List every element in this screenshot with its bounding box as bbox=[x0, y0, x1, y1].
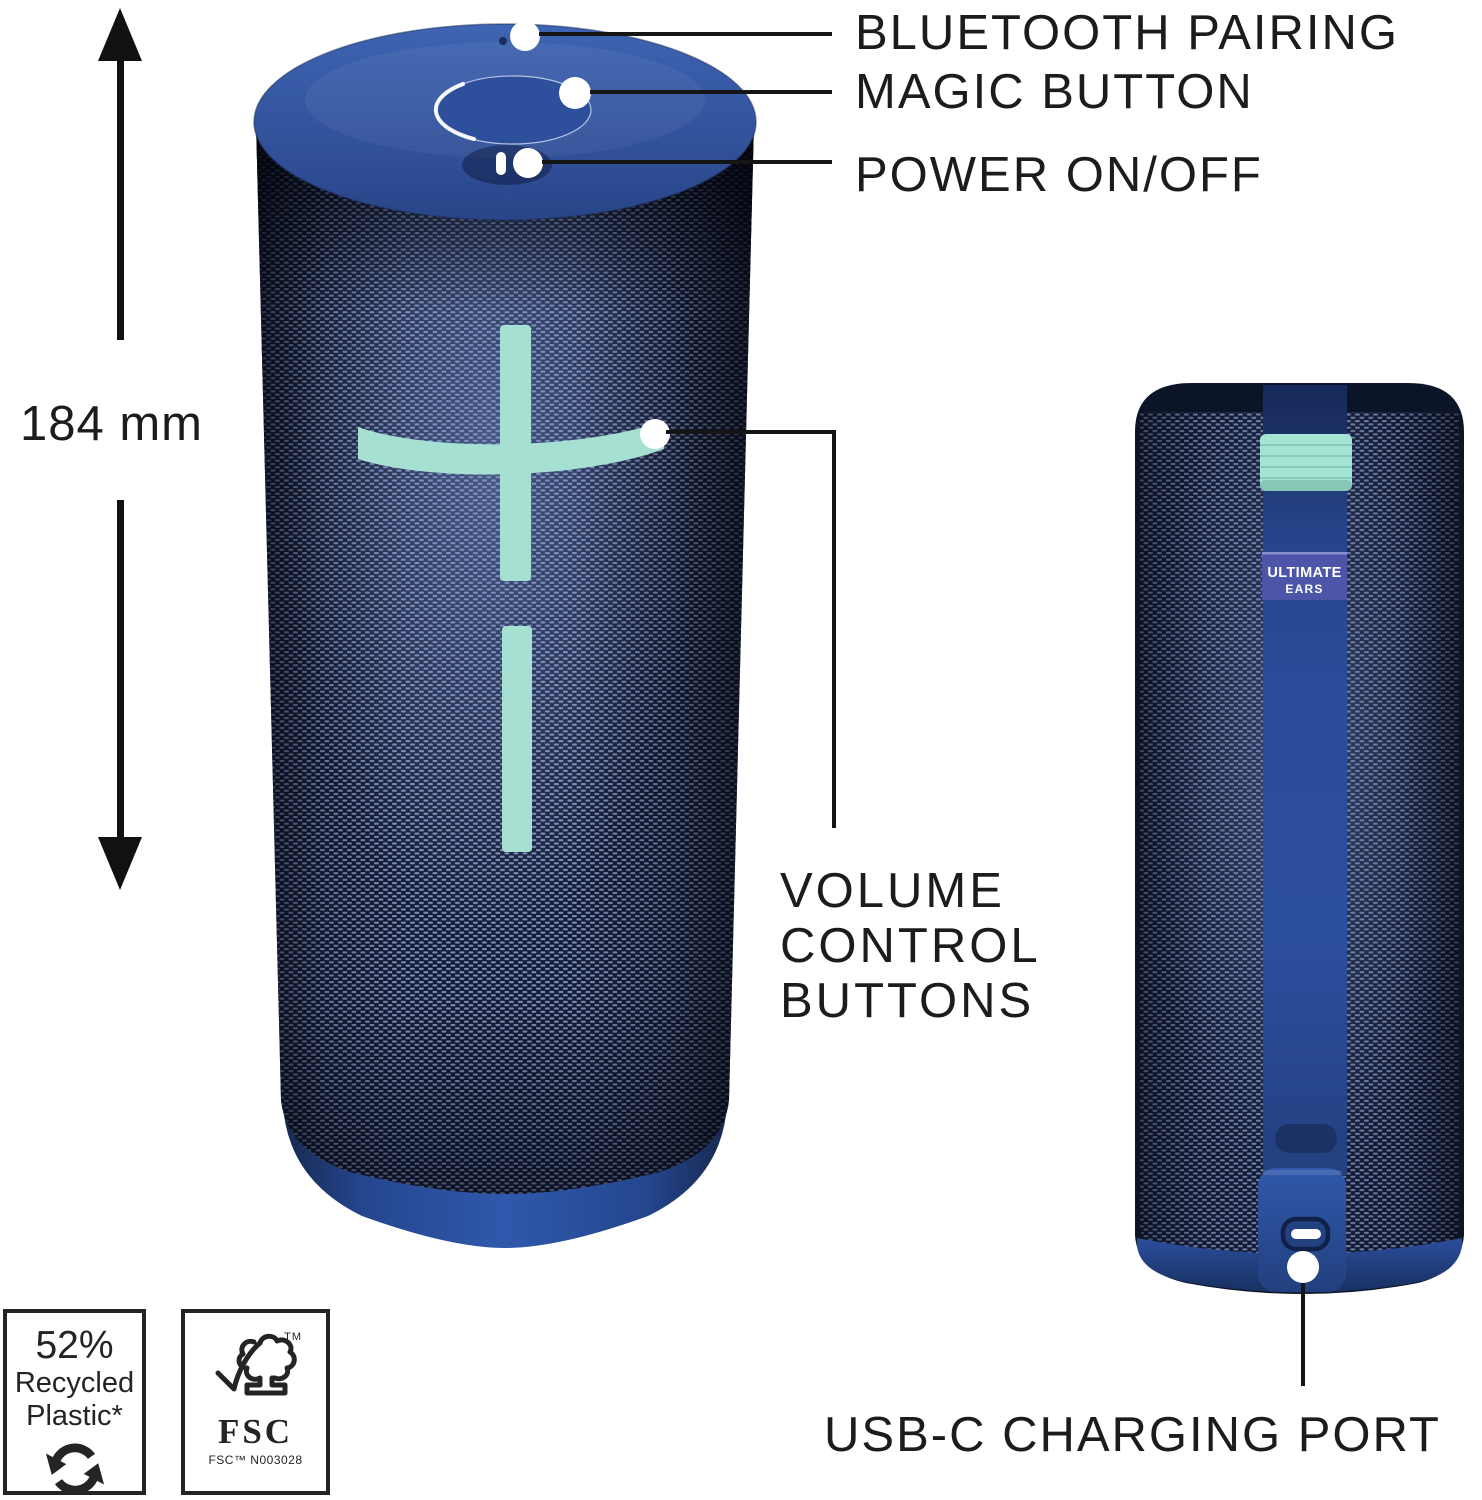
magic-callout-line bbox=[590, 90, 832, 94]
down-arrow-shaft bbox=[117, 500, 124, 837]
back-strap bbox=[1258, 385, 1347, 1292]
recycled-plastic-badge: 52% Recycled Plastic* bbox=[3, 1309, 146, 1495]
down-arrow-icon bbox=[98, 837, 142, 890]
usb-callout-line bbox=[1301, 1283, 1305, 1386]
usb-c-port bbox=[1280, 1216, 1331, 1252]
magic-button-label: MAGIC BUTTON bbox=[855, 65, 1254, 119]
power-callout-dot bbox=[513, 148, 543, 178]
volume-label-line2: CONTROL bbox=[780, 919, 1041, 973]
recycled-line2: Plastic* bbox=[26, 1400, 123, 1432]
volume-callout-line-h bbox=[666, 430, 836, 434]
brand-badge: ULTIMATE EARS bbox=[1262, 552, 1347, 600]
magic-callout-dot bbox=[559, 77, 591, 109]
fsc-badge: TM FSC FSC™ N003028 bbox=[181, 1309, 330, 1495]
recycle-arrows-icon bbox=[45, 1443, 104, 1495]
bluetooth-callout-dot bbox=[510, 21, 540, 51]
bluetooth-pairing-label: BLUETOOTH PAIRING bbox=[855, 6, 1400, 60]
brand-line-2: EARS bbox=[1285, 582, 1323, 596]
height-dimension-label: 184 mm bbox=[20, 397, 204, 451]
volume-label-line3: BUTTONS bbox=[780, 974, 1035, 1028]
volume-label-block: VOLUME CONTROL BUTTONS bbox=[780, 864, 1041, 1029]
bluetooth-callout-line bbox=[539, 32, 832, 36]
volume-callout-dot bbox=[640, 419, 670, 449]
hang-loop bbox=[1260, 434, 1352, 491]
recycled-line1: Recycled bbox=[14, 1367, 135, 1399]
bluetooth-led bbox=[499, 37, 507, 45]
fsc-tree-icon bbox=[215, 1333, 297, 1396]
thumb-groove bbox=[1275, 1124, 1337, 1153]
volume-callout-line-v bbox=[832, 430, 836, 828]
volume-plus-bar bbox=[358, 421, 664, 475]
volume-minus-button bbox=[502, 626, 532, 852]
power-label: POWER ON/OFF bbox=[855, 148, 1263, 202]
usb-callout-dot bbox=[1287, 1251, 1319, 1283]
volume-label-line1: VOLUME bbox=[780, 864, 1005, 918]
recycled-percent: 52% bbox=[35, 1324, 114, 1367]
fsc-trademark: TM bbox=[284, 1331, 302, 1343]
fsc-license: FSC™ N003028 bbox=[208, 1453, 303, 1467]
up-arrow-icon bbox=[98, 8, 142, 61]
speaker-front-view-image bbox=[253, 21, 757, 1248]
power-callout-line bbox=[542, 160, 832, 164]
brand-line-1: ULTIMATE bbox=[1267, 565, 1341, 581]
usb-c-label: USB-C CHARGING PORT bbox=[824, 1408, 1441, 1462]
speaker-back-view-image: ULTIMATE EARS bbox=[1135, 383, 1464, 1294]
up-arrow-shaft bbox=[117, 58, 124, 340]
fsc-acronym: FSC bbox=[217, 1412, 294, 1451]
magic-button bbox=[433, 75, 592, 145]
